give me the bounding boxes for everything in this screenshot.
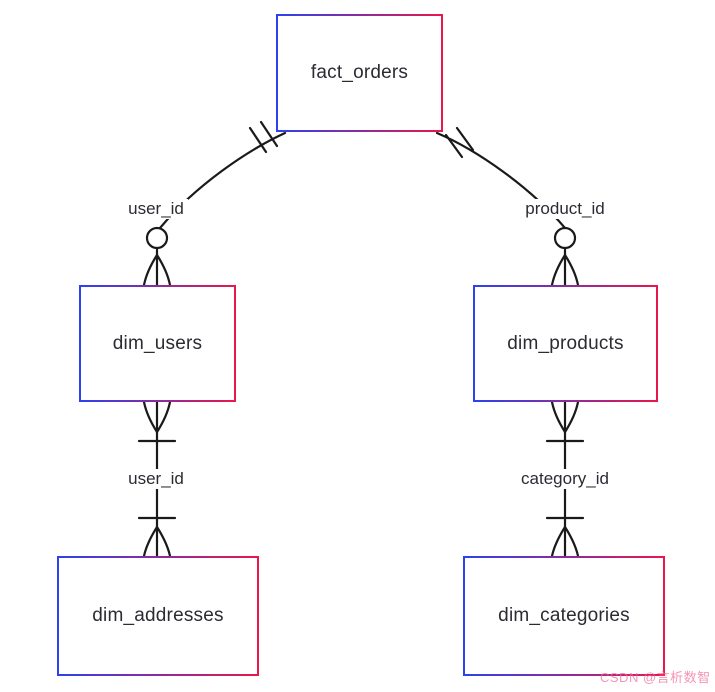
entity-label: dim_addresses (92, 605, 224, 626)
entity-dim-products[interactable]: dim_products (473, 285, 658, 402)
relationship-label-product-id: product_id (521, 199, 609, 219)
relationship-label-user-id-addresses: user_id (124, 469, 188, 489)
entity-dim-users[interactable]: dim_users (79, 285, 236, 402)
entity-dim-addresses[interactable]: dim_addresses (57, 556, 259, 676)
relationship-label-category-id: category_id (517, 469, 613, 489)
entity-label: fact_orders (310, 62, 409, 83)
entity-dim-categories[interactable]: dim_categories (463, 556, 665, 676)
entity-label: dim_categories (498, 605, 630, 626)
csdn-watermark: CSDN @言析数智 (600, 670, 711, 685)
entity-label: dim_products (507, 332, 624, 354)
entity-fact-orders[interactable]: fact_orders (276, 14, 443, 132)
entity-label: dim_users (112, 332, 203, 354)
relationship-label-user-id-orders: user_id (124, 199, 188, 219)
connector-users-addresses (137, 400, 177, 558)
